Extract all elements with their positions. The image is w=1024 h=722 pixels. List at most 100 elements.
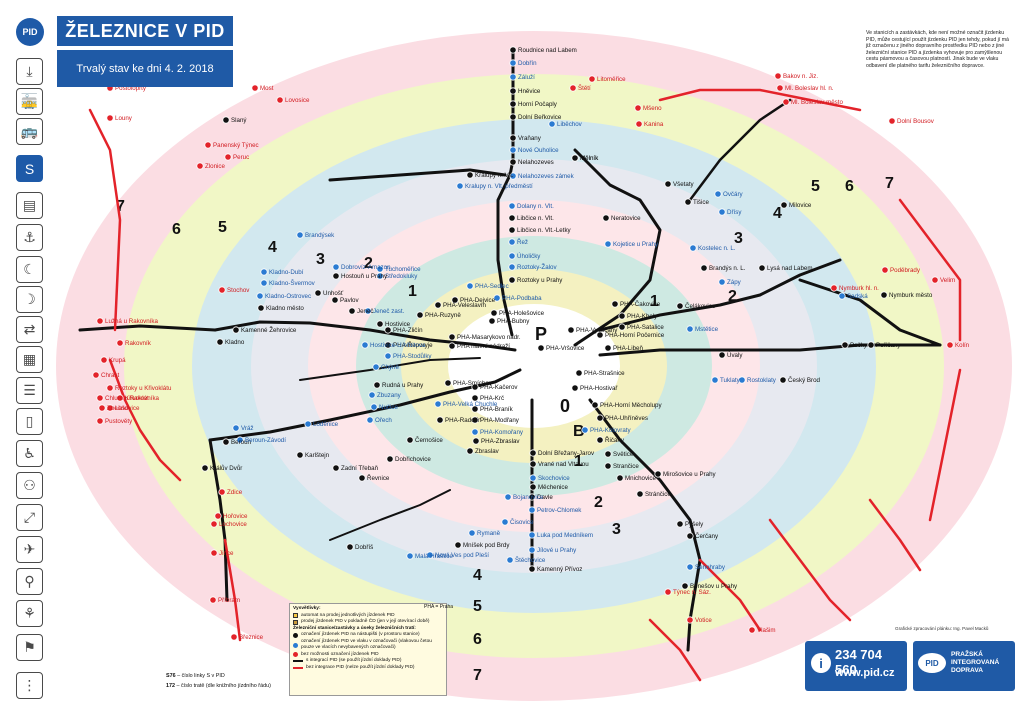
station-dot: [758, 264, 766, 272]
station-dot: [931, 276, 939, 284]
station-dot: [196, 162, 204, 170]
station-dot: [611, 300, 619, 308]
station-dot: [686, 532, 694, 540]
station-dot: [686, 325, 694, 333]
station-label: Votice: [695, 617, 712, 624]
station-dots: [92, 46, 954, 641]
tram-icon[interactable]: 🚋: [16, 88, 43, 115]
station-dot: [571, 154, 579, 162]
airplane-icon[interactable]: ✈: [16, 536, 43, 563]
lanovka-icon[interactable]: ▤: [16, 192, 43, 219]
station-label: Příbram: [218, 597, 240, 604]
line-red-east: [898, 198, 962, 342]
station-dot: [222, 438, 230, 446]
line-lysa: [598, 258, 842, 332]
bike-icon[interactable]: ⚘: [16, 600, 43, 627]
night-icon[interactable]: ☾: [16, 256, 43, 283]
ticket-icon[interactable]: ▦: [16, 346, 43, 373]
station-dot: [718, 208, 726, 216]
station-label: Zbraslav: [475, 448, 500, 455]
station-label: Zbečno: [107, 405, 128, 412]
line-red-east2: [868, 498, 922, 572]
station-dot: [689, 244, 697, 252]
legend-item-pokladna: prodej jízdenek PID v pokladně ČD (jen v…: [293, 619, 443, 626]
station-label: Postoloprty: [115, 85, 147, 92]
station-label: Loděnice: [313, 421, 339, 428]
station-dot: [456, 182, 464, 190]
station-dot: [296, 451, 304, 459]
park-ride-icon[interactable]: ⇄: [16, 316, 43, 343]
bus-icon[interactable]: 🚌: [16, 118, 43, 145]
station-dot: [528, 506, 536, 514]
metro-icon[interactable]: ⤓: [16, 58, 43, 85]
station-dot: [636, 490, 644, 498]
stroller-icon[interactable]: ⚲: [16, 568, 43, 595]
station-label: Úvaly: [727, 352, 743, 359]
station-dot: [204, 141, 212, 149]
station-label: PHA-Podbaba: [502, 295, 542, 302]
zone-label-b: B: [573, 423, 585, 440]
credit: Grafické zpracování plánku: Ing. Pavel M…: [895, 626, 989, 631]
contact-phone[interactable]: 234 704 560: [835, 647, 882, 677]
station-dot: [448, 342, 456, 350]
station-dot: [232, 326, 240, 334]
zone-label-1a: 1: [408, 283, 417, 300]
station-dot: [236, 436, 244, 444]
station-label: Všetaty: [673, 181, 695, 188]
footsteps-icon[interactable]: ⋮: [16, 672, 43, 699]
station-dot: [232, 424, 240, 432]
station-label: Chlum u Rakovníka: [105, 395, 160, 402]
contact-web[interactable]: www.pid.cz: [835, 667, 895, 679]
station-dot: [96, 317, 104, 325]
station-label: PHA-Libeň: [613, 345, 643, 352]
train-icon[interactable]: S: [16, 155, 43, 182]
station-dot: [591, 401, 599, 409]
info-note: Ve stanicích a zastávkách, kde není možn…: [866, 30, 1009, 69]
station-dot: [96, 417, 104, 425]
station-label: Brandýsek: [305, 232, 335, 239]
station-dot: [466, 171, 474, 179]
escalator-icon[interactable]: ⤢: [16, 504, 43, 531]
device-icon[interactable]: ▯: [16, 408, 43, 435]
station-dot: [348, 307, 356, 315]
zone-label-3a: 3: [316, 251, 325, 268]
station-label: Jince: [219, 550, 234, 557]
info-icon[interactable]: ☰: [16, 377, 43, 404]
station-label: PHA-Hostivař: [580, 385, 618, 392]
wheelchair-icon[interactable]: ♿: [16, 440, 43, 467]
ferry-icon[interactable]: ⚓: [16, 224, 43, 251]
station-dot: [210, 520, 218, 528]
contact-box[interactable]: i 234 704 560 www.pid.cz: [805, 641, 907, 691]
station-label: PHA-Braník: [480, 406, 514, 413]
info-i-icon: i: [811, 653, 831, 673]
station-dot: [509, 46, 517, 54]
zone-label-2c: 2: [594, 494, 603, 511]
station-dot: [529, 483, 537, 491]
station-label: Louny: [115, 115, 133, 122]
station-label: Jeneč zast.: [373, 308, 405, 315]
station-label: Pavlov: [340, 297, 359, 304]
zone-label-1c: 1: [574, 453, 583, 470]
station-dot: [509, 158, 517, 166]
station-dot: [222, 116, 230, 124]
dog-icon[interactable]: ⚑: [16, 634, 43, 661]
legend-station-train: označení jízdenek PID ve vlaku v označov…: [293, 639, 443, 652]
station-dot: [588, 75, 596, 83]
station-dot: [384, 326, 392, 334]
station-label: Kanina: [644, 121, 664, 128]
pokladna-icon: [293, 619, 298, 625]
station-dot: [686, 563, 694, 571]
station-label: Středokluky: [385, 273, 418, 280]
line-beroun: [208, 368, 522, 442]
station-label: Benešov u Prahy: [690, 583, 738, 590]
station-label: Stochov: [227, 287, 250, 294]
station-dot: [218, 286, 226, 294]
station-label: Kojetice u Prahy: [613, 241, 659, 248]
station-dot: [508, 214, 516, 222]
family-icon[interactable]: ⚇: [16, 472, 43, 499]
station-dot: [100, 356, 108, 364]
night-tram-icon[interactable]: ☽: [16, 286, 43, 313]
station-label: Štěchovice: [515, 557, 546, 564]
station-dot: [867, 341, 875, 349]
